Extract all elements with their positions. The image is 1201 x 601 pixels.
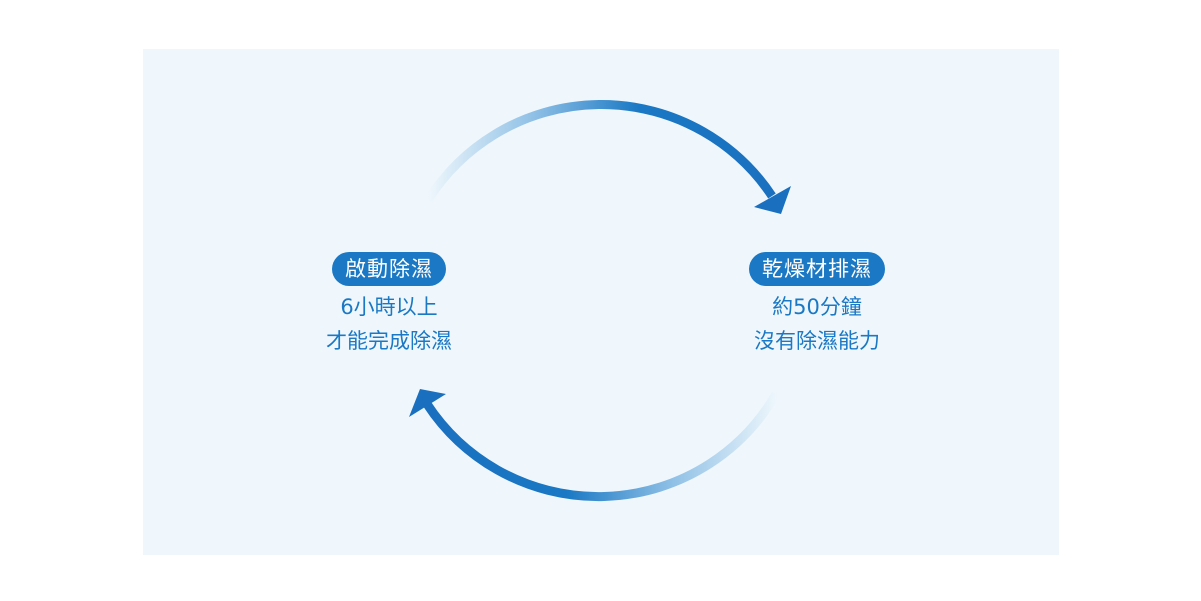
- desiccant-drain-note: 沒有除濕能力: [754, 329, 880, 353]
- start-dehumidify-duration: 6小時以上: [340, 295, 438, 319]
- desiccant-drain-duration: 約50分鐘: [772, 295, 862, 319]
- bottom-arrow-arc: [423, 391, 780, 501]
- desiccant-drain-title: 乾燥材排濕: [749, 252, 885, 286]
- start-dehumidify-note: 才能完成除濕: [326, 329, 452, 353]
- diagram-panel: [143, 49, 1059, 555]
- top-arrow-arc: [424, 100, 776, 203]
- top-arrowhead: [754, 186, 791, 214]
- start-dehumidify-node: 啟動除濕 6小時以上 才能完成除濕: [279, 252, 499, 358]
- bottom-arrowhead: [409, 389, 446, 417]
- start-dehumidify-title: 啟動除濕: [332, 252, 446, 286]
- desiccant-drain-node: 乾燥材排濕 約50分鐘 沒有除濕能力: [707, 252, 927, 358]
